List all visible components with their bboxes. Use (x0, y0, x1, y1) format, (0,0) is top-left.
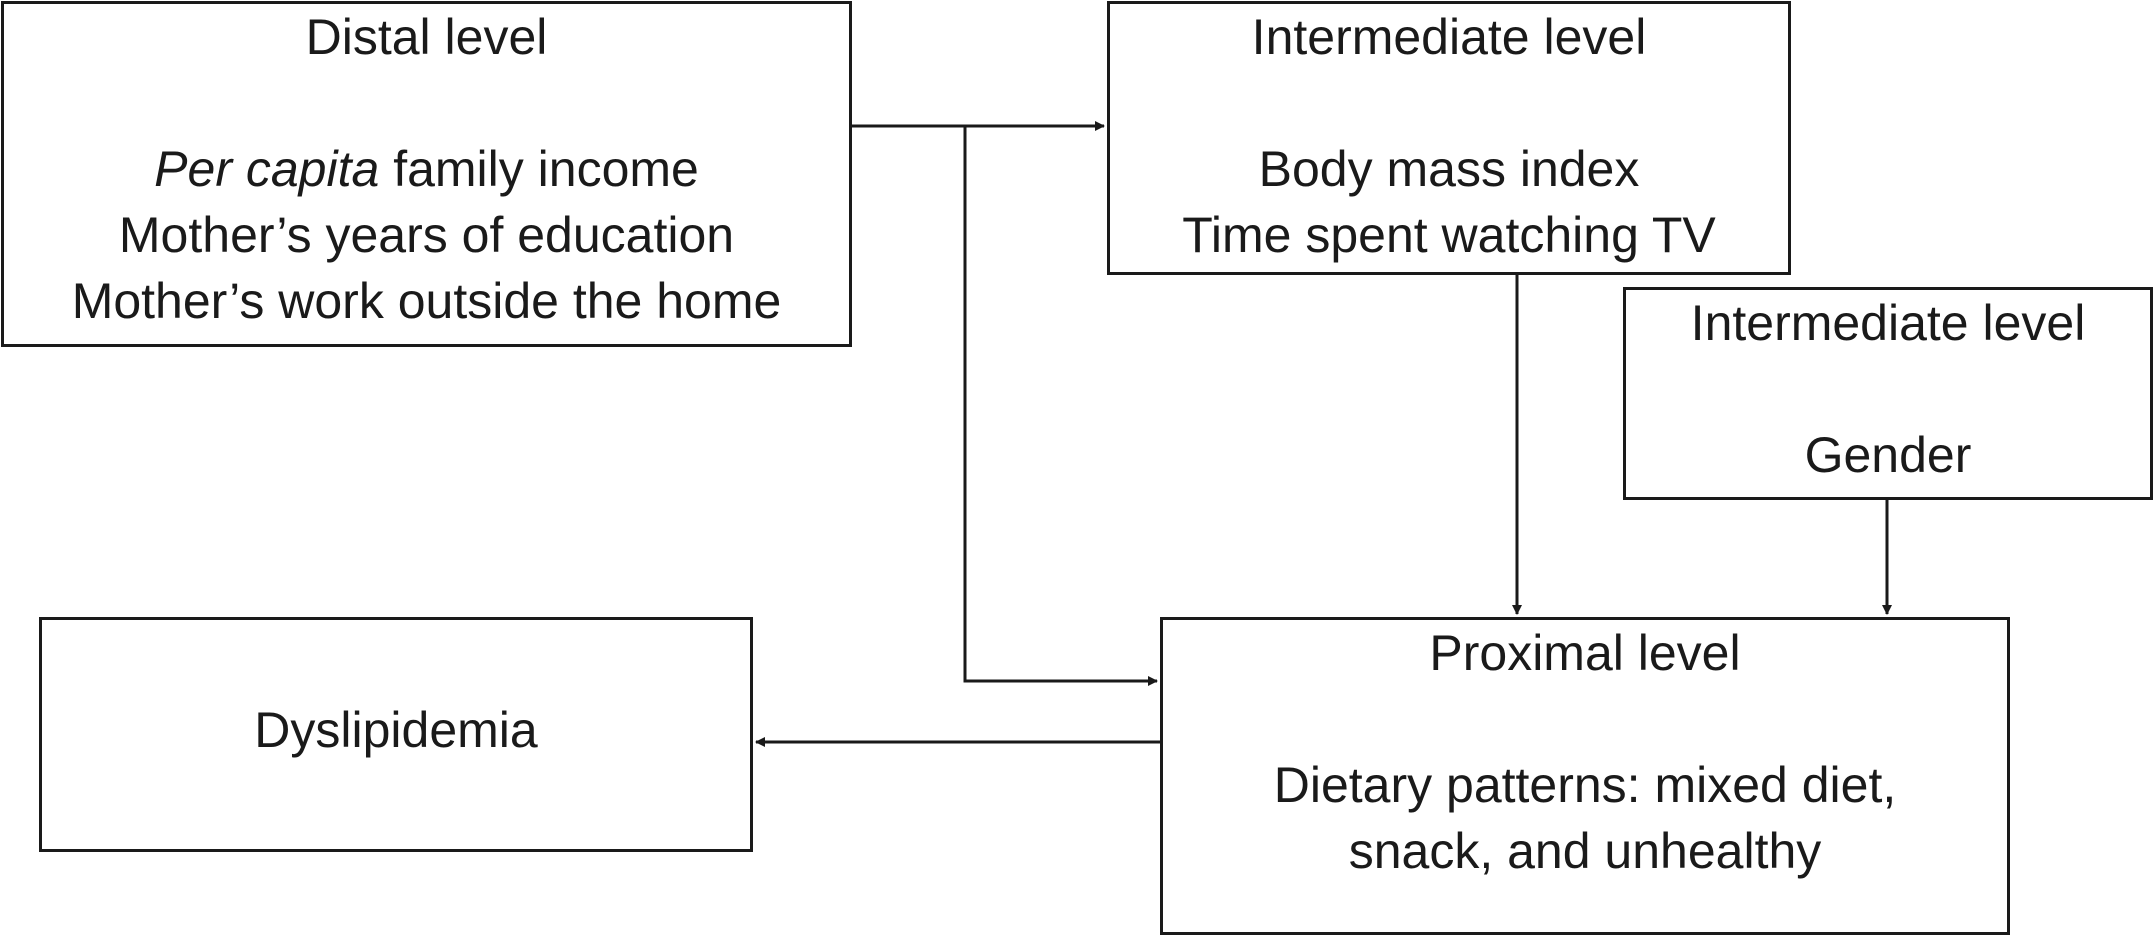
intermediate-level-title-1: Intermediate level (1251, 9, 1647, 65)
distal-level-box: Distal level Per capita family income Mo… (1, 1, 852, 347)
intermediate-level-title-2: Intermediate level (1690, 295, 2086, 351)
proximal-item-diet-1: Dietary patterns: mixed diet, (1273, 757, 1897, 813)
income-text: family income (379, 141, 699, 197)
intermediate-item-bmi: Body mass index (1258, 141, 1640, 197)
intermediate-item-tv: Time spent watching TV (1182, 207, 1716, 263)
proximal-level-title: Proximal level (1429, 625, 1741, 681)
distal-item-work: Mother’s work outside the home (71, 273, 782, 329)
intermediate-item-gender: Gender (1804, 427, 1972, 483)
spacer (1110, 70, 1788, 136)
per-capita-italic: Per capita (154, 141, 380, 197)
spacer (4, 70, 849, 136)
spacer (1163, 686, 2007, 752)
proximal-level-box: Proximal level Dietary patterns: mixed d… (1160, 617, 2010, 935)
dyslipidemia-label: Dyslipidemia (254, 702, 538, 758)
spacer (1626, 356, 2150, 422)
intermediate-level-box-1: Intermediate level Body mass index Time … (1107, 1, 1791, 275)
distal-level-title: Distal level (305, 9, 548, 65)
distal-item-education: Mother’s years of education (118, 207, 735, 263)
intermediate-level-box-2: Intermediate level Gender (1623, 287, 2153, 500)
proximal-item-diet-2: snack, and unhealthy (1348, 823, 1822, 879)
distal-item-income: Per capita family income (4, 136, 849, 202)
dyslipidemia-box: Dyslipidemia (39, 617, 753, 852)
